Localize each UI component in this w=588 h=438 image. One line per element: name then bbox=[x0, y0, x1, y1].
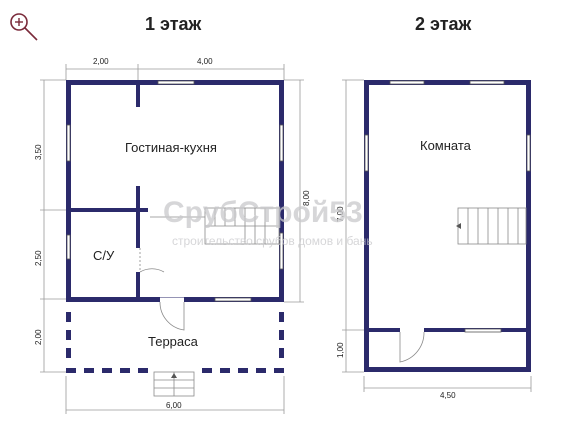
window bbox=[66, 234, 71, 260]
entrance-steps bbox=[153, 371, 195, 397]
window bbox=[526, 134, 531, 172]
dim2-left-lower: 1,00 bbox=[336, 342, 345, 358]
room-label-living: Гостиная-кухня bbox=[125, 140, 217, 155]
window bbox=[279, 232, 284, 270]
dim2-bottom: 4,50 bbox=[440, 391, 456, 400]
window bbox=[464, 328, 502, 333]
dim-left-lower: 2,00 bbox=[34, 329, 43, 345]
floor1-stairs bbox=[150, 207, 280, 245]
dim-right-total: 8,00 bbox=[302, 190, 311, 206]
window bbox=[469, 80, 505, 85]
watermark-tagline: строительство срубов домов и бань bbox=[172, 234, 373, 248]
watermark-brand: СрубСтрой53 bbox=[163, 196, 363, 229]
dim-left-upper: 3,50 bbox=[34, 144, 43, 160]
dim-top-left: 2,00 bbox=[93, 57, 109, 66]
terrace-outline bbox=[66, 312, 284, 373]
dim2-left-upper: 7,00 bbox=[336, 206, 345, 222]
floor2-plan: Комната 7,00 1,00 4,50 bbox=[336, 79, 532, 400]
zoom-in-icon[interactable] bbox=[10, 13, 38, 41]
window bbox=[66, 124, 71, 162]
window bbox=[214, 297, 252, 302]
floor2-dimensions bbox=[342, 79, 532, 392]
floor1-dimensions bbox=[40, 64, 304, 414]
window bbox=[389, 80, 425, 85]
dim-bottom: 6,00 bbox=[166, 401, 182, 410]
floor1-plan: Гостиная-кухня С/У Терраса 2,00 4,00 3,5… bbox=[34, 57, 311, 414]
dim-left-middle: 2,50 bbox=[34, 250, 43, 266]
room-label-bath: С/У bbox=[93, 248, 115, 263]
floor2-title: 2 этаж bbox=[415, 14, 472, 34]
room-label-room: Комната bbox=[420, 138, 472, 153]
room-label-terrace: Терраса bbox=[148, 334, 199, 349]
watermark: СрубСтрой53 строительство срубов домов и… bbox=[163, 196, 373, 248]
dim-top-right: 4,00 bbox=[197, 57, 213, 66]
window bbox=[279, 124, 284, 162]
window bbox=[364, 134, 369, 172]
floor1-title: 1 этаж bbox=[145, 14, 202, 34]
window bbox=[157, 80, 195, 85]
floor2-stairs bbox=[456, 207, 527, 245]
